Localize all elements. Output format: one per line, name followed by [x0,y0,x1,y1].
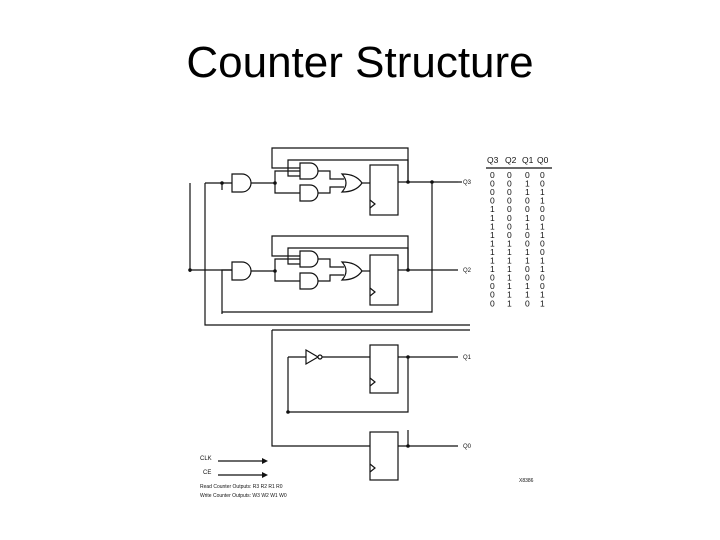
truth-table-header-q0: Q0 [537,155,549,165]
truth-table-cell: 0 [540,179,545,189]
truth-table-cell: 1 [525,221,530,231]
and-gate-q3-a [231,173,252,193]
truth-table-header-q1: Q1 [522,155,534,165]
truth-table-cell: 0 [525,238,530,248]
slide-title: Counter Structure [186,38,534,87]
truth-table-cell: 0 [525,170,530,180]
figure-id: X8386 [519,478,534,484]
truth-table-cell: 1 [525,247,530,257]
output-label-q1: Q1 [463,355,472,361]
truth-table-header-q3: Q3 [487,155,499,165]
truth-table-cell: 1 [540,221,545,231]
truth-table-cell: 1 [507,281,512,291]
and-gate-q2-b [299,250,319,268]
truth-table-cell: 1 [507,238,512,248]
clk-label: CLK [200,456,212,462]
truth-table-cell: 1 [540,264,545,274]
and-gate-q3-c [299,184,319,202]
truth-table-cell: 0 [525,298,530,308]
truth-table-cell: 0 [540,281,545,291]
truth-table-cell: 0 [525,196,530,206]
truth-table-cell: 1 [490,204,495,214]
truth-table-cell: 1 [540,298,545,308]
truth-table-cell: 1 [507,298,512,308]
flip-flop-q2 [369,254,399,306]
truth-table-cell: 0 [490,298,495,308]
truth-table-cell: 0 [507,230,512,240]
truth-table-cell: 0 [525,264,530,274]
truth-table-cell: 1 [525,213,530,223]
truth-table-cell: 0 [490,179,495,189]
truth-table-cell: 0 [540,238,545,248]
truth-table-cell: 1 [525,179,530,189]
stage-q1 [286,344,458,414]
inverter-q1 [305,348,320,366]
truth-table-cell: 1 [525,290,530,300]
truth-table-cell: 0 [490,187,495,197]
write-outputs-note: Write Counter Outputs: W3 W2 W1 W0 [200,493,287,499]
output-label-q2: Q2 [463,268,472,274]
stage-q3 [231,147,458,216]
truth-table-cell: 1 [490,238,495,248]
truth-table-cell: 0 [525,273,530,283]
truth-table-cell: 0 [507,179,512,189]
flip-flop-q3 [369,164,399,216]
truth-table-cell: 1 [490,247,495,257]
truth-table-cell: 0 [540,204,545,214]
truth-table-cell: 0 [490,281,495,291]
truth-table-cell: 0 [490,170,495,180]
or-gate-q3 [340,173,363,193]
truth-table-cell: 0 [507,170,512,180]
or-gate-q2 [340,261,363,281]
output-label-q0: Q0 [463,444,472,450]
stage-q0 [271,329,470,481]
truth-table-cell: 1 [540,230,545,240]
truth-table-cell: 0 [540,273,545,283]
truth-table-cell: 0 [525,230,530,240]
truth-table-cell: 1 [540,256,545,266]
truth-table-cell: 1 [490,213,495,223]
truth-table-cell: 1 [490,230,495,240]
flip-flop-q1 [369,344,399,394]
truth-table-cell: 0 [540,213,545,223]
truth-table-header-q2: Q2 [505,155,517,165]
and-gate-q2-a [231,261,252,281]
truth-table-cell: 1 [507,273,512,283]
truth-table-cell: 1 [490,221,495,231]
and-gate-q3-b [299,162,319,180]
output-label-q3: Q3 [463,180,472,186]
truth-table-cell: 0 [490,196,495,206]
truth-table-cell: 1 [507,290,512,300]
truth-table-cell: 1 [540,196,545,206]
truth-table-cell: 0 [540,170,545,180]
ce-label: CE [203,470,211,476]
truth-table-cell: 0 [507,204,512,214]
truth-table-cell: 1 [540,187,545,197]
truth-table-cell: 1 [507,256,512,266]
truth-table-cell: 0 [507,196,512,206]
read-outputs-note: Read Counter Outputs: R3 R2 R1 R0 [200,484,283,490]
truth-table-cell: 1 [525,281,530,291]
truth-table-cell: 1 [525,256,530,266]
and-gate-q2-c [299,272,319,290]
truth-table-cell: 1 [490,264,495,274]
truth-table-cell: 0 [525,204,530,214]
truth-table-cell: 0 [490,273,495,283]
truth-table-cell: 0 [540,247,545,257]
truth-table-cell: 1 [540,290,545,300]
truth-table-cell: 0 [507,221,512,231]
truth-table-cell: 1 [490,256,495,266]
truth-table-cell: 0 [507,213,512,223]
truth-table-cell: 0 [490,290,495,300]
flip-flop-q0 [369,431,399,481]
truth-table-cell: 1 [507,247,512,257]
truth-table-cell: 1 [525,187,530,197]
truth-table-cell: 0 [507,187,512,197]
truth-table-cell: 1 [507,264,512,274]
stage-q2 [231,235,458,306]
